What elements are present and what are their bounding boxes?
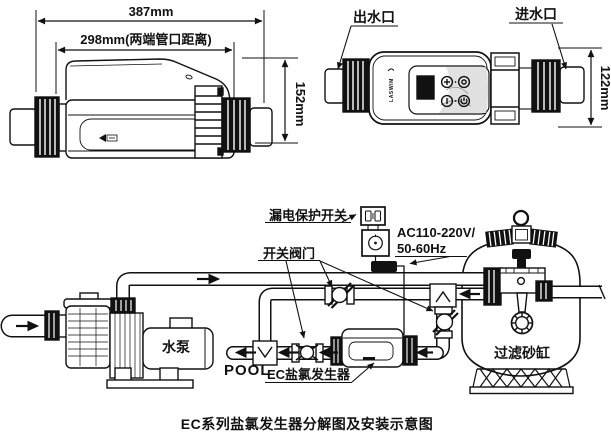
top-right-union (531, 59, 561, 113)
pool-label: POOL (224, 362, 271, 379)
sand-filter-tank (461, 209, 581, 395)
breaker-leader (341, 214, 357, 223)
dim-122-label: 122mm (598, 66, 611, 111)
outlet-label: 出水口 (353, 9, 395, 25)
dimension-152 (242, 57, 298, 144)
control-panel (408, 65, 490, 115)
pump-label: 水泵 (162, 339, 190, 355)
display-screen (416, 75, 435, 100)
cell-top-view: LASWIM (324, 22, 602, 128)
power-cord (397, 265, 405, 335)
power-button (457, 94, 471, 108)
tee-fittings (252, 283, 457, 366)
valve-leader-1 (285, 260, 306, 339)
top-right-pipe (559, 66, 585, 104)
dimension-298 (55, 42, 235, 104)
label-leaders (258, 214, 467, 384)
top-left-pipe (324, 68, 346, 104)
power-chain (360, 206, 405, 335)
valve-leader-2 (319, 260, 333, 288)
dim-298-label: 298mm(两端管口距离) (80, 32, 211, 47)
outlet-leader (336, 25, 352, 70)
cell-body (65, 58, 235, 159)
breaker-label: 漏电保护开关 (269, 208, 347, 223)
flow-arrows (16, 273, 480, 358)
tank-lid (485, 225, 558, 248)
mode-button (457, 75, 471, 89)
filter-label: 过滤砂缸 (494, 345, 550, 361)
cell-terminal-end (194, 85, 224, 159)
minus-button (440, 94, 454, 108)
caption: EC系列盐氯发生器分解图及安装示意图 (181, 416, 433, 432)
dimension-122 (558, 47, 602, 128)
inlet-label: 进水口 (515, 6, 557, 22)
lid-ring-handle (512, 209, 530, 227)
cell-side-view (9, 10, 298, 159)
valve-on-drop-pipe (432, 306, 459, 339)
tank-stand (469, 367, 574, 395)
power-socket-icon (361, 229, 390, 257)
valve-leader-3 (319, 260, 434, 312)
cell-left-pipe (9, 108, 38, 146)
flow-direction-icon (99, 134, 118, 142)
top-left-union (342, 58, 370, 113)
circuit-breaker-icon (360, 206, 386, 226)
power-label-line2: 50-60Hz (397, 241, 447, 256)
valve-on-return-pipe (324, 282, 356, 309)
brand-text: LASWIM (389, 78, 395, 102)
filter-multiport-valve (483, 249, 553, 335)
chlorinator-label: EC盐氯发生器 (267, 367, 351, 382)
cell-right-union (221, 97, 251, 153)
dim-152-label: 152mm (293, 82, 308, 127)
brand-logo: LASWIM (387, 68, 395, 102)
power-adapter (371, 261, 397, 272)
valves-label: 开关阀门 (263, 246, 315, 261)
sight-glass (510, 311, 534, 335)
cell-left-union (34, 96, 60, 158)
dimension-387 (35, 10, 265, 103)
water-pump (44, 292, 214, 389)
installation-schematic (0, 206, 606, 395)
cell-right-pipe (249, 107, 273, 147)
inlet-leader (551, 23, 567, 70)
power-label-line1: AC110-220V/ (397, 225, 475, 240)
power-leader (409, 255, 451, 266)
plus-button (440, 75, 454, 89)
chlorinator-leader (351, 362, 375, 383)
dim-387-label: 387mm (129, 4, 174, 19)
top-right-flange (490, 52, 533, 125)
